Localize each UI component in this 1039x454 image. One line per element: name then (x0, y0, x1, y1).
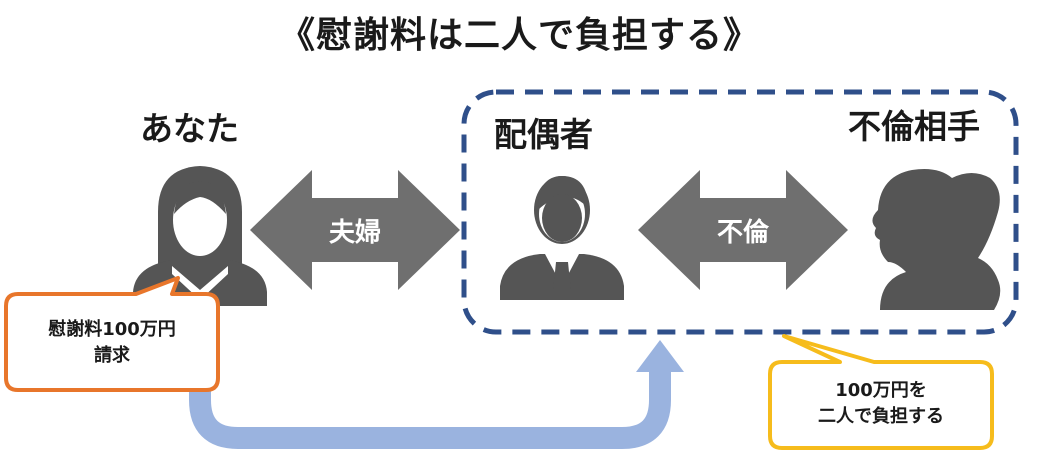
diagram-title: 《慰謝料は二人で負担する》 (278, 15, 760, 56)
affair-label: 不倫 (716, 218, 769, 248)
claim-line-1: 慰謝料100万円 (48, 319, 176, 340)
label-you: あなた (140, 109, 239, 148)
claim-line-2: 請求 (94, 345, 130, 366)
share-callout-bubble (768, 334, 994, 450)
label-partner: 不倫相手 (848, 107, 980, 146)
affair-double-arrow (638, 170, 848, 290)
claim-callout-bubble (4, 276, 220, 392)
couple-label: 夫婦 (328, 218, 381, 248)
share-line-2: 二人で負担する (818, 406, 944, 427)
claim-callout-text: 慰謝料100万円 請求 (6, 317, 218, 369)
woman-person-icon (133, 166, 267, 306)
couple-double-arrow (250, 170, 460, 290)
share-callout-text: 100万円を 二人で負担する (770, 378, 992, 430)
liable-group-border (461, 89, 1019, 335)
share-line-1: 100万円を (835, 380, 927, 401)
man-person-icon (500, 176, 624, 300)
label-spouse: 配偶者 (494, 115, 593, 154)
woman-silhouette-profile-icon (872, 169, 1001, 310)
claim-flow-arrow (189, 372, 671, 449)
claim-flow-arrowhead (636, 340, 684, 372)
